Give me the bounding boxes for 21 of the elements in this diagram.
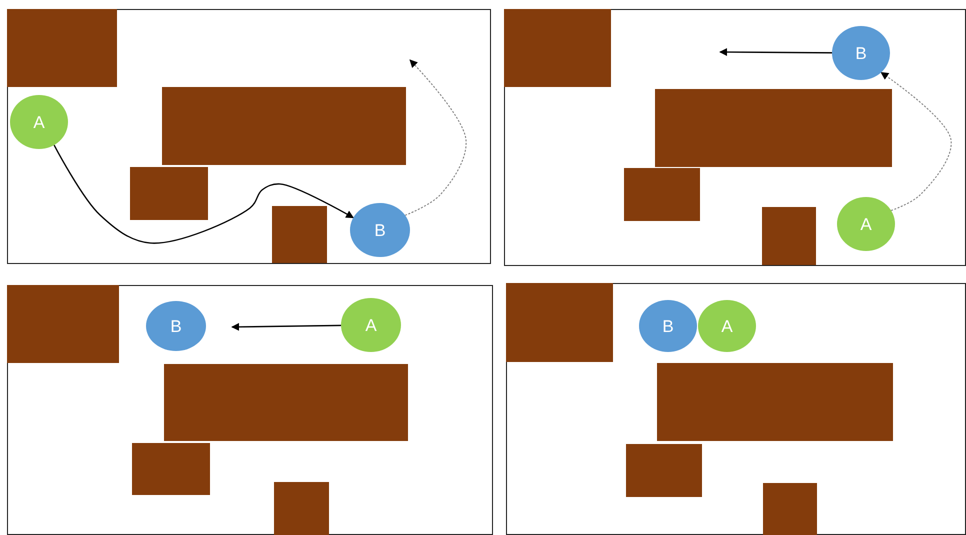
arrow bbox=[231, 322, 342, 331]
node-label: A bbox=[721, 318, 733, 334]
panel-frame bbox=[506, 283, 966, 535]
node-label: A bbox=[33, 114, 45, 130]
arrow bbox=[54, 144, 354, 244]
node-label: B bbox=[374, 222, 386, 238]
node-label: A bbox=[860, 216, 872, 232]
panel-frame bbox=[7, 285, 493, 535]
arrow bbox=[880, 72, 952, 211]
circle-node bbox=[10, 95, 68, 149]
node-label: B bbox=[855, 44, 867, 62]
node-label: B bbox=[662, 318, 674, 334]
arrow bbox=[404, 59, 467, 216]
node-label: A bbox=[365, 316, 377, 334]
arrow bbox=[719, 48, 832, 56]
node-label: B bbox=[170, 318, 182, 334]
circle-node bbox=[350, 203, 410, 257]
circle-node bbox=[837, 197, 895, 251]
panel-frame bbox=[504, 9, 966, 266]
circle-node bbox=[832, 26, 890, 80]
panel-frame bbox=[7, 9, 491, 264]
